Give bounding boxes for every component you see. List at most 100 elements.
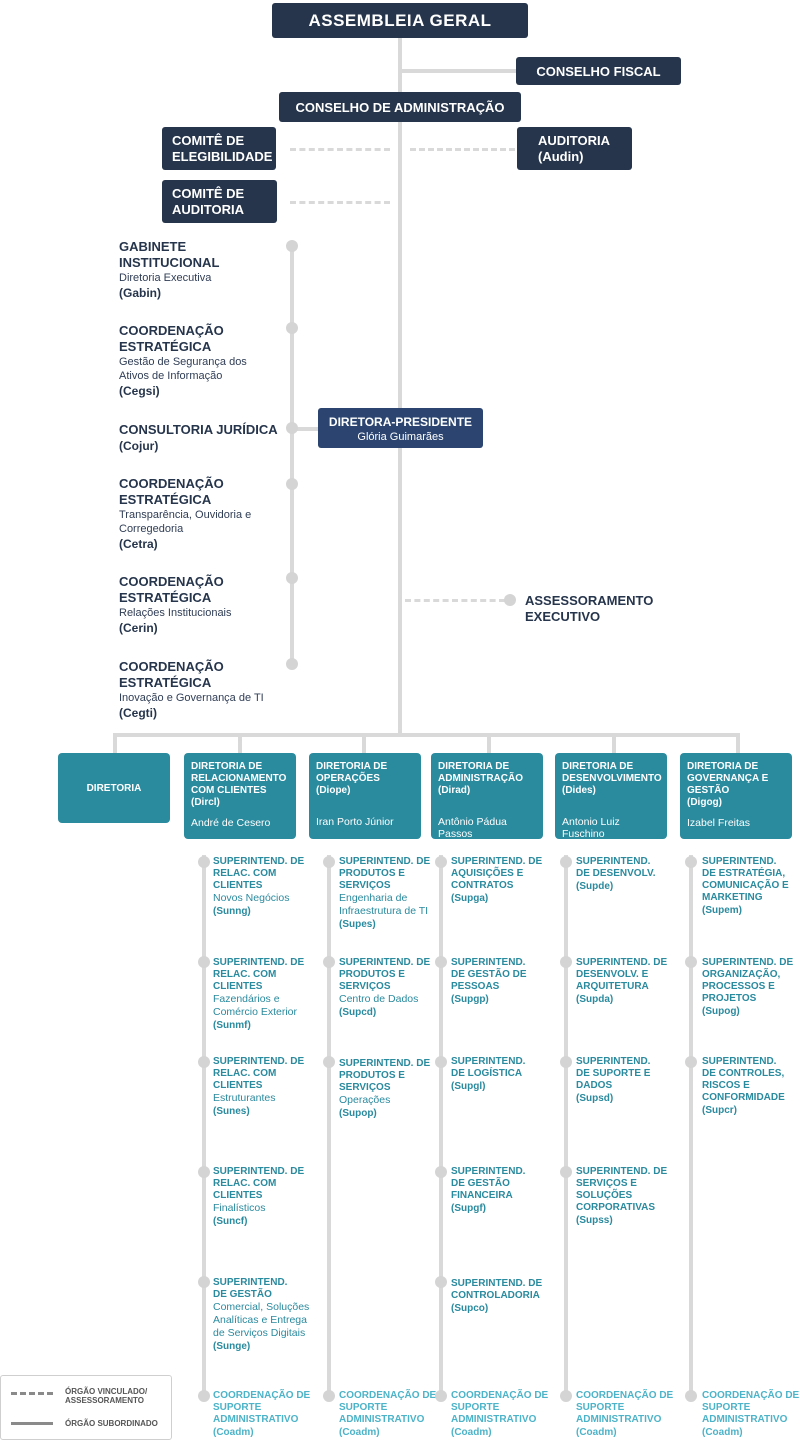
unit-dot — [286, 240, 298, 252]
comite-auditoria-box[interactable]: COMITÊ DE AUDITORIA — [162, 180, 277, 223]
sup-supgp[interactable]: SUPERINTEND. DE GESTÃO DE PESSOAS (Supgp… — [451, 957, 549, 1006]
assessoramento-executivo[interactable]: ASSESSORAMENTO EXECUTIVO — [525, 593, 653, 625]
solid-line-legend-icon — [11, 1422, 53, 1425]
unit-dot — [286, 478, 298, 490]
dashed-line-legend-icon — [11, 1392, 53, 1395]
sup-title: SUPERINTEND. DE LOGÍSTICA — [451, 1056, 526, 1079]
sup-supgf[interactable]: SUPERINTEND. DE GESTÃO FINANCEIRA (Supgf… — [451, 1166, 549, 1215]
sup-dot — [198, 1390, 210, 1402]
sup-supgl[interactable]: SUPERINTEND. DE LOGÍSTICA (Supgl) — [451, 1056, 549, 1093]
sup-subtitle: Operações — [339, 1094, 391, 1106]
directorate-director: Antonio Luiz Fuschino — [562, 816, 620, 840]
sup-code: (Supco) — [451, 1303, 489, 1314]
coadm-dircl[interactable]: COORDENAÇÃO DE SUPORTE ADMINISTRATIVO (C… — [213, 1390, 311, 1439]
unit-cojur[interactable]: CONSULTORIA JURÍDICA (Cojur) — [119, 422, 287, 454]
directorate-diope[interactable]: DIRETORIA DE OPERAÇÕES (Diope) Iran Port… — [309, 753, 421, 839]
sup-supda[interactable]: SUPERINTEND. DE DESENVOLV. E ARQUITETURA… — [576, 957, 674, 1006]
sup-sunes[interactable]: SUPERINTEND. DE RELAC. COM CLIENTES Estr… — [213, 1056, 311, 1118]
conselho-fiscal-label: CONSELHO FISCAL — [536, 63, 661, 79]
diretoria-drop-line — [113, 733, 117, 755]
diretora-presidente-box[interactable]: DIRETORA-PRESIDENTE Glória Guimarães — [318, 408, 483, 448]
assembleia-geral-label: ASSEMBLEIA GERAL — [308, 10, 492, 30]
comite-elegibilidade-dashed-connector — [290, 148, 390, 151]
unit-cerin[interactable]: COORDENAÇÃO ESTRATÉGICA Relações Institu… — [119, 574, 259, 636]
unit-cegti[interactable]: COORDENAÇÃO ESTRATÉGICA Inovação e Gover… — [119, 659, 287, 721]
assembleia-geral-box[interactable]: ASSEMBLEIA GERAL — [272, 3, 528, 38]
sup-code: (Sunng) — [213, 906, 251, 917]
unit-cegsi[interactable]: COORDENAÇÃO ESTRATÉGICA Gestão de Segura… — [119, 323, 259, 399]
sup-supga[interactable]: SUPERINTEND. DE AQUISIÇÕES E CONTRATOS (… — [451, 856, 549, 905]
sup-code: (Supog) — [702, 1006, 740, 1017]
sup-dot — [323, 956, 335, 968]
sup-subtitle: Centro de Dados — [339, 993, 419, 1005]
dides-column-line — [564, 855, 568, 1400]
coadm-title: COORDENAÇÃO DE SUPORTE ADMINISTRATIVO — [451, 1390, 549, 1425]
diretora-presidente-name: Glória Guimarães — [357, 431, 444, 443]
sup-dot — [323, 1056, 335, 1068]
sup-dot — [435, 856, 447, 868]
dircl-column-line — [202, 855, 206, 1400]
sup-title: SUPERINTEND. DE PRODUTOS E SERVIÇOS — [339, 957, 431, 992]
sup-subtitle: Finalísticos — [213, 1202, 266, 1214]
sup-supop[interactable]: SUPERINTEND. DE PRODUTOS E SERVIÇOS Oper… — [339, 1058, 437, 1120]
sup-supco[interactable]: SUPERINTEND. DE CONTROLADORIA (Supco) — [451, 1278, 549, 1315]
directorate-dirad[interactable]: DIRETORIA DE ADMINISTRAÇÃO (Dirad) Antôn… — [431, 753, 543, 840]
sup-supss[interactable]: SUPERINTEND. DE SERVIÇOS E SOLUÇÕES CORP… — [576, 1166, 674, 1227]
directorate-director: Iran Porto Júnior — [316, 816, 394, 828]
sup-supsd[interactable]: SUPERINTEND. DE SUPORTE E DADOS (Supsd) — [576, 1056, 674, 1105]
sup-sunng[interactable]: SUPERINTEND. DE RELAC. COM CLIENTES Novo… — [213, 856, 311, 918]
sup-code: (Supgp) — [451, 994, 489, 1005]
sup-dot — [685, 956, 697, 968]
diope-column-line — [327, 855, 331, 1400]
unit-subtitle: Diretoria Executiva — [119, 272, 212, 284]
coadm-diope[interactable]: COORDENAÇÃO DE SUPORTE ADMINISTRATIVO (C… — [339, 1390, 437, 1439]
coadm-dides[interactable]: COORDENAÇÃO DE SUPORTE ADMINISTRATIVO (C… — [576, 1390, 674, 1439]
directorate-dides[interactable]: DIRETORIA DE DESENVOLVIMENTO (Dides) Ant… — [555, 753, 667, 840]
sup-sunge[interactable]: SUPERINTEND. DE GESTÃO Comercial, Soluçõ… — [213, 1277, 311, 1353]
coadm-dirad[interactable]: COORDENAÇÃO DE SUPORTE ADMINISTRATIVO (C… — [451, 1390, 549, 1439]
sup-code: (Supde) — [576, 881, 614, 892]
sup-dot — [435, 1390, 447, 1402]
conselho-fiscal-box[interactable]: CONSELHO FISCAL — [516, 57, 681, 85]
sup-supog[interactable]: SUPERINTEND. DE ORGANIZAÇÃO, PROCESSOS E… — [702, 957, 800, 1018]
sup-dot — [323, 1390, 335, 1402]
comite-elegibilidade-box[interactable]: COMITÊ DE ELEGIBILIDADE — [162, 127, 276, 170]
sup-supcd[interactable]: SUPERINTEND. DE PRODUTOS E SERVIÇOS Cent… — [339, 957, 437, 1019]
unit-gabin[interactable]: GABINETE INSTITUCIONAL Diretoria Executi… — [119, 239, 229, 301]
diretoria-box[interactable]: DIRETORIA — [58, 753, 170, 823]
sup-dot — [435, 956, 447, 968]
sup-dot — [198, 1276, 210, 1288]
sup-code: (Sunes) — [213, 1106, 250, 1117]
digog-drop-line — [736, 733, 740, 755]
unit-dot — [286, 422, 298, 434]
conselho-administracao-box[interactable]: CONSELHO DE ADMINISTRAÇÃO — [279, 92, 521, 122]
dirad-column-line — [439, 855, 443, 1400]
sup-dot — [198, 1056, 210, 1068]
sup-supes[interactable]: SUPERINTEND. DE PRODUTOS E SERVIÇOS Enge… — [339, 856, 437, 931]
sup-supcr[interactable]: SUPERINTEND. DE CONTROLES, RISCOS E CONF… — [702, 1056, 800, 1117]
sup-subtitle: Comercial, Soluções Analíticas e Entrega… — [213, 1301, 310, 1339]
sup-supem[interactable]: SUPERINTEND. DE ESTRATÉGIA, COMUNICAÇÃO … — [702, 856, 800, 917]
sup-dot — [323, 856, 335, 868]
coadm-digog[interactable]: COORDENAÇÃO DE SUPORTE ADMINISTRATIVO (C… — [702, 1390, 800, 1439]
sup-title: SUPERINTEND. DE SUPORTE E DADOS — [576, 1056, 651, 1091]
coadm-title: COORDENAÇÃO DE SUPORTE ADMINISTRATIVO — [702, 1390, 800, 1425]
diretora-presidente-title: DIRETORA-PRESIDENTE — [328, 415, 473, 429]
sup-supde[interactable]: SUPERINTEND. DE DESENVOLV. (Supde) — [576, 856, 674, 893]
unit-title: COORDENAÇÃO ESTRATÉGICA — [119, 323, 224, 354]
unit-dot — [286, 322, 298, 334]
conselho-administracao-label: CONSELHO DE ADMINISTRAÇÃO — [295, 99, 505, 115]
directorate-code: (Dides) — [562, 785, 596, 796]
legend-vinculado-line2: ASSESSORAMENTO — [65, 1396, 144, 1405]
sup-suncf[interactable]: SUPERINTEND. DE RELAC. COM CLIENTES Fina… — [213, 1166, 311, 1228]
unit-cetra[interactable]: COORDENAÇÃO ESTRATÉGICA Transparência, O… — [119, 476, 259, 552]
auditoria-line1: AUDITORIA — [538, 132, 610, 148]
directorate-digog[interactable]: DIRETORIA DE GOVERNANÇA E GESTÃO (Digog)… — [680, 753, 792, 839]
directorate-dircl[interactable]: DIRETORIA DE RELACIONAMENTO COM CLIENTES… — [184, 753, 296, 839]
sup-dot — [198, 1166, 210, 1178]
auditoria-box[interactable]: AUDITORIA (Audin) — [517, 127, 632, 170]
unit-subtitle: Inovação e Governança de TI — [119, 692, 264, 704]
unit-code: (Cegti) — [119, 706, 157, 720]
sup-sunmf[interactable]: SUPERINTEND. DE RELAC. COM CLIENTES Faze… — [213, 957, 311, 1032]
presidente-units-connector — [290, 427, 320, 431]
